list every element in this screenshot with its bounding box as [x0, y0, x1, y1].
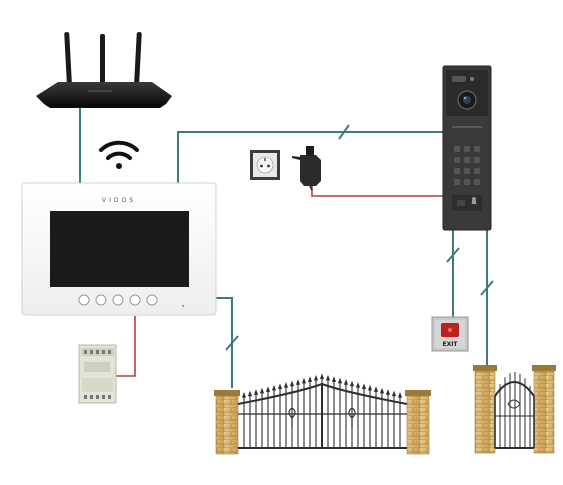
key[interactable]	[454, 157, 460, 163]
gate-bar-spike	[247, 390, 253, 397]
gate-pillar-right	[405, 390, 431, 455]
key[interactable]	[454, 168, 460, 174]
gate-pillar-left	[214, 390, 240, 455]
monitor-brand: VIDOS	[102, 197, 136, 204]
gate-bars	[241, 373, 403, 448]
key[interactable]	[474, 146, 480, 152]
gate-bar-spike	[373, 386, 379, 393]
din-power-supply	[78, 344, 117, 404]
gate-bar-spike	[325, 374, 331, 381]
gate-bar-spike	[379, 387, 385, 394]
monitor-button-4[interactable]	[129, 294, 141, 306]
wicket-pillar-left	[473, 365, 497, 454]
wicket-pillar-right	[532, 365, 556, 454]
gate-bar-spike	[313, 374, 319, 381]
gate-bar-spike	[361, 383, 367, 390]
wicket-gate	[473, 365, 556, 454]
monitor-button-1[interactable]	[78, 294, 90, 306]
outdoor-panel	[442, 65, 492, 231]
gate-bar-spike	[355, 382, 361, 388]
monitor-button-5[interactable]	[146, 294, 158, 306]
gate-bar-spike	[283, 382, 289, 388]
gate-bar-spike	[385, 389, 391, 395]
keypad	[454, 146, 480, 185]
gate-bar-spike	[343, 379, 349, 385]
gate-bar-spike	[277, 383, 283, 390]
monitor-button-3[interactable]	[112, 294, 124, 306]
gate-bar-spike	[253, 389, 259, 395]
wifi-router	[36, 32, 172, 108]
wifi-icon	[99, 140, 139, 169]
key[interactable]	[454, 146, 460, 152]
power-wires	[116, 182, 443, 377]
gate-bar-spike	[295, 379, 301, 385]
key[interactable]	[474, 168, 480, 174]
gate-bar-spike	[319, 373, 325, 380]
bell-icon[interactable]	[471, 197, 477, 204]
exit-button[interactable]: EXIT	[431, 316, 469, 352]
monitor-button-2[interactable]	[95, 294, 107, 306]
gate-bar-spike	[241, 392, 247, 398]
wire-adapter-panel	[311, 182, 443, 197]
indoor-monitor: VIDOS	[21, 182, 217, 316]
key[interactable]	[454, 179, 460, 185]
wicket-frame	[494, 381, 535, 449]
key[interactable]	[464, 157, 470, 163]
gate-bar-spike	[289, 380, 295, 387]
key[interactable]	[464, 179, 470, 185]
key[interactable]	[464, 146, 470, 152]
gate-bar-spike	[265, 386, 271, 393]
gate-bar-spike	[337, 377, 343, 384]
wall-socket	[250, 150, 280, 180]
main-gate	[214, 373, 431, 455]
wire-monitor-gate	[216, 297, 233, 388]
wires	[79, 108, 488, 388]
cable-break-marks	[225, 124, 494, 351]
gate-bar-spike	[301, 377, 307, 384]
gate-bar-spike	[367, 384, 373, 391]
monitor-screen	[50, 211, 189, 287]
power-adapter	[292, 146, 321, 191]
wicket-bars	[499, 372, 531, 448]
gate-bar-spike	[349, 380, 355, 387]
key[interactable]	[474, 179, 480, 185]
gate-bar-spike	[307, 376, 313, 383]
camera-icon	[457, 90, 477, 110]
wire-monitor-panel	[177, 131, 443, 183]
gate-ornaments	[288, 407, 356, 428]
gate-bar-spike	[259, 387, 265, 394]
gate-bar-spike	[331, 376, 337, 383]
gate-bar-spike	[271, 384, 277, 391]
monitor-buttons	[78, 294, 158, 306]
key[interactable]	[464, 168, 470, 174]
wire-monitor-psu	[116, 316, 136, 377]
key[interactable]	[474, 157, 480, 163]
gate-bar-spike	[397, 392, 403, 398]
exit-label: EXIT	[442, 341, 458, 348]
gate-bar-spike	[391, 390, 397, 397]
